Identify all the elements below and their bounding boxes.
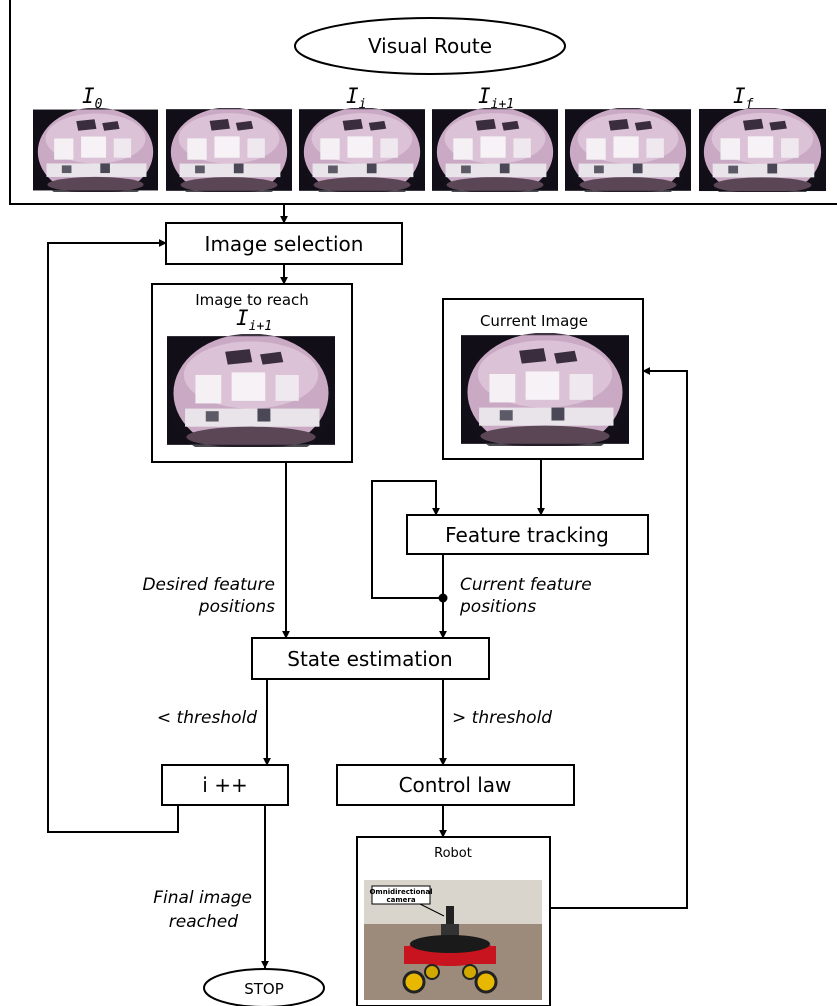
control-law-label: Control law bbox=[399, 773, 512, 797]
current-feature-label-2: positions bbox=[459, 597, 536, 617]
image-to-reach-photo bbox=[167, 334, 335, 447]
route-label-i0: I0 bbox=[82, 84, 103, 112]
feature-tracking-label: Feature tracking bbox=[445, 523, 609, 547]
state-estimation-label: State estimation bbox=[287, 647, 452, 671]
route-label-ii1: Ii+1 bbox=[478, 84, 514, 112]
current-image-photo bbox=[461, 333, 629, 446]
image-selection-label: Image selection bbox=[205, 232, 364, 256]
route-title-ellipse bbox=[294, 17, 566, 75]
route-title: Visual Route bbox=[368, 34, 492, 58]
robot-label: Robot bbox=[434, 846, 472, 861]
increment-box bbox=[161, 764, 289, 806]
above-threshold-label: > threshold bbox=[452, 708, 552, 728]
route-image-if bbox=[699, 108, 826, 192]
feature-tracking-box bbox=[406, 514, 649, 555]
route-label-if: If bbox=[733, 84, 754, 112]
current-feature-label-1: Current feature bbox=[460, 575, 592, 595]
desired-feature-label-2: positions bbox=[198, 597, 275, 617]
final-image-label-1: Final image bbox=[153, 888, 252, 908]
image-to-reach-label: Image to reach bbox=[195, 291, 309, 309]
stop-ellipse bbox=[203, 968, 325, 1006]
image-to-reach-symbol: Ii+1 bbox=[236, 306, 272, 334]
control-law-box bbox=[336, 764, 575, 806]
current-image-label: Current Image bbox=[480, 312, 588, 330]
edge-robot-to-current-image bbox=[550, 367, 688, 909]
route-image-ii1 bbox=[432, 108, 558, 192]
edge-increment-loop-back bbox=[47, 239, 179, 833]
route-image-i0 bbox=[33, 108, 158, 192]
route-label-ii: Ii bbox=[346, 84, 366, 112]
below-threshold-label: < threshold bbox=[157, 708, 257, 728]
robot-photo: Omnidirectional camera bbox=[364, 880, 542, 1000]
route-image-5 bbox=[565, 108, 691, 192]
final-image-label-2: reached bbox=[169, 912, 238, 932]
desired-feature-label-1: Desired feature bbox=[142, 575, 275, 595]
svg-text:Omnidirectional: Omnidirectional bbox=[369, 888, 432, 896]
edge-tracking-feedback-loop bbox=[371, 480, 443, 599]
state-estimation-box bbox=[251, 637, 490, 680]
route-image-2 bbox=[166, 108, 292, 192]
stop-label: STOP bbox=[244, 980, 284, 998]
increment-label: i ++ bbox=[202, 773, 247, 797]
svg-text:camera: camera bbox=[386, 896, 415, 904]
route-image-ii bbox=[299, 108, 425, 192]
